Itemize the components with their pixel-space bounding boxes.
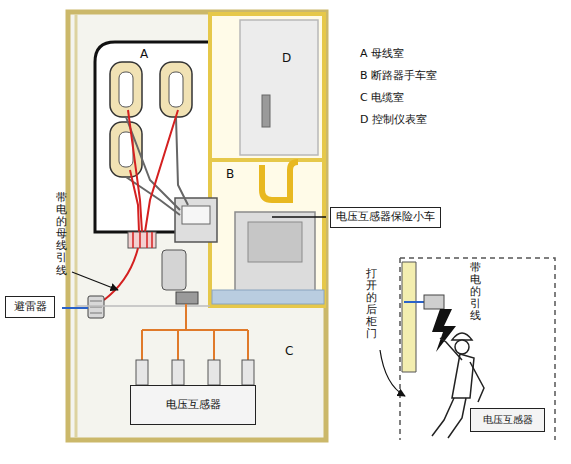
component-name: 电压互感器 xyxy=(483,414,533,426)
live-lead xyxy=(104,248,138,300)
busbar xyxy=(110,122,142,177)
current-transformer xyxy=(128,232,156,248)
vt-insulators xyxy=(136,360,254,385)
control-room xyxy=(240,20,318,155)
bus-lead xyxy=(126,177,180,215)
arm xyxy=(440,338,462,360)
legend-text: D 控制仪表室 xyxy=(360,114,427,127)
live-lead xyxy=(128,110,142,232)
cabinet-frame xyxy=(68,12,326,440)
rear-cabinet-outline xyxy=(400,258,555,440)
door-handle xyxy=(262,95,270,127)
pointer-arrow xyxy=(72,272,118,290)
region-letter: C xyxy=(285,345,293,359)
ct-winding xyxy=(133,232,152,248)
arrester-box: 避雷器 xyxy=(5,296,55,318)
insulator xyxy=(136,360,148,385)
fuse-terminal xyxy=(176,292,198,304)
vertical-note: 打开的后柜门 xyxy=(366,268,377,341)
busbar-core xyxy=(169,72,183,107)
pointer-arrow xyxy=(380,350,405,396)
region-letter: B xyxy=(226,168,234,182)
lead-terminal xyxy=(424,295,444,309)
region-letter: A xyxy=(140,48,148,62)
vt-fuse xyxy=(162,250,186,290)
vertical-note: 带电的母线引线 xyxy=(56,192,67,277)
live-lead xyxy=(145,110,178,232)
component-name: 避雷器 xyxy=(14,301,47,314)
bus-lead xyxy=(176,117,188,205)
busbar xyxy=(160,62,192,117)
rear-frame xyxy=(402,262,416,372)
electric-arc xyxy=(432,309,456,352)
contact-box xyxy=(175,198,217,242)
shutter-hook xyxy=(262,162,298,200)
truck-panel xyxy=(248,222,302,262)
component-name: 电压互感器保险小车 xyxy=(336,211,435,224)
legend-text: B 断路器手车室 xyxy=(360,70,437,83)
helmet xyxy=(452,333,472,340)
legend-text: C 电缆室 xyxy=(360,92,404,105)
live-lead xyxy=(404,301,424,303)
breaker-truck xyxy=(235,212,315,292)
contact xyxy=(182,206,210,224)
body xyxy=(452,354,474,398)
head xyxy=(455,340,469,354)
legend-text: A 母线室 xyxy=(360,48,404,61)
truck-rail xyxy=(212,290,324,304)
vt-box: 电压互感器 xyxy=(130,385,256,425)
insulator xyxy=(208,360,220,385)
arrester-device xyxy=(88,296,104,318)
ground-wire xyxy=(62,307,88,309)
divider xyxy=(212,158,322,162)
region-letter: D xyxy=(282,52,291,66)
vertical-note: 带电的引线 xyxy=(470,262,481,322)
busbar xyxy=(110,62,142,117)
divider xyxy=(76,305,210,307)
live-lead xyxy=(130,170,139,232)
component-name: 电压互感器 xyxy=(166,399,221,412)
arm xyxy=(470,362,484,402)
rear-cabinet-outline xyxy=(399,258,401,440)
vt-lead xyxy=(142,304,248,360)
front-section xyxy=(210,14,324,306)
insulator xyxy=(172,360,184,385)
frame-edge xyxy=(75,14,78,438)
insulator xyxy=(242,360,254,385)
arrester-sheds xyxy=(90,301,102,313)
busbar-core xyxy=(119,72,133,107)
vt-box: 电压互感器 xyxy=(470,408,545,432)
leg xyxy=(432,398,454,436)
leader-line xyxy=(272,216,326,218)
fuse-truck-box: 电压互感器保险小车 xyxy=(330,207,441,228)
leg xyxy=(448,398,466,438)
